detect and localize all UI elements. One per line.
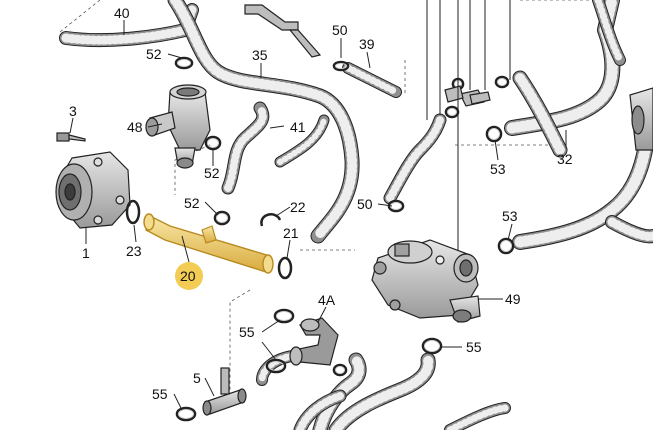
coolant-flange-part bbox=[145, 84, 211, 169]
clamp-top-right-2-inner bbox=[497, 78, 507, 86]
callout-1[interactable]: 1 bbox=[82, 245, 90, 261]
callout-55-bottom[interactable]: 55 bbox=[152, 386, 168, 402]
clamp-53-mid bbox=[497, 237, 515, 255]
clamp-53-mid-inner bbox=[500, 240, 512, 252]
callout-41[interactable]: 41 bbox=[290, 119, 306, 135]
bolt-part bbox=[56, 132, 86, 142]
clamp-55-lower-inner bbox=[268, 361, 284, 371]
clamp-4a-right-inner bbox=[335, 366, 345, 374]
callout-52-top[interactable]: 52 bbox=[146, 46, 162, 62]
clamp-55-bottom bbox=[175, 406, 197, 422]
callout-32[interactable]: 32 bbox=[557, 151, 573, 167]
hose-41b bbox=[274, 114, 330, 168]
clamp-55-bottom-inner bbox=[178, 409, 194, 419]
clamp-52-top bbox=[174, 56, 194, 70]
coolant-hoses bbox=[59, 0, 653, 430]
clamp-53-top bbox=[485, 125, 503, 143]
clamp-52-lower bbox=[213, 210, 231, 226]
thermostat-housing-part bbox=[371, 239, 481, 323]
hose-bottom-1 bbox=[312, 352, 367, 430]
callout-35[interactable]: 35 bbox=[252, 47, 268, 63]
callout-55-left[interactable]: 55 bbox=[239, 324, 255, 340]
clamp-52-mid-inner bbox=[207, 138, 219, 148]
clamp-55-right-inner bbox=[424, 340, 440, 352]
clamp-55-upper-inner bbox=[276, 311, 292, 321]
callout-53-mid[interactable]: 53 bbox=[502, 208, 518, 224]
clamp-50-mid-inner bbox=[390, 202, 402, 210]
clamp-53-top-inner bbox=[488, 128, 500, 140]
clamp-52-lower-inner bbox=[216, 213, 228, 223]
callout-50-top[interactable]: 50 bbox=[332, 22, 348, 38]
callout-55-right[interactable]: 55 bbox=[466, 339, 482, 355]
hose-bottom-3 bbox=[293, 389, 347, 430]
callout-21[interactable]: 21 bbox=[283, 225, 299, 241]
callout-52-lower[interactable]: 52 bbox=[184, 195, 200, 211]
hose-right-lower bbox=[605, 215, 653, 244]
hose-bottom-4 bbox=[444, 402, 511, 430]
hose-39 bbox=[342, 62, 402, 98]
bracket-part bbox=[244, 4, 322, 58]
hose-50 bbox=[383, 113, 447, 205]
leader-lines bbox=[69, 0, 567, 411]
callout-39[interactable]: 39 bbox=[359, 36, 375, 52]
callout-4a[interactable]: 4A bbox=[318, 292, 336, 308]
clamp-50-top bbox=[332, 60, 350, 72]
clamp-top-right-2 bbox=[494, 75, 510, 89]
callout-48[interactable]: 48 bbox=[127, 119, 143, 135]
o-ring-23 bbox=[125, 199, 141, 225]
callout-53-top[interactable]: 53 bbox=[490, 161, 506, 177]
callout-49[interactable]: 49 bbox=[505, 291, 521, 307]
callout-40[interactable]: 40 bbox=[114, 5, 130, 21]
hose-fittings-top-right bbox=[444, 85, 491, 107]
callout-23[interactable]: 23 bbox=[126, 243, 142, 259]
callout-5[interactable]: 5 bbox=[193, 370, 201, 386]
water-pump-part bbox=[55, 151, 131, 229]
clamp-52-top-inner bbox=[177, 59, 191, 67]
callout-labels: 40 52 35 50 39 3 48 41 52 53 32 1 23 52 … bbox=[69, 5, 573, 402]
hose-upper-right bbox=[592, 0, 626, 66]
edge-component-right bbox=[629, 87, 653, 151]
callout-20-badge bbox=[175, 262, 203, 290]
hose-41 bbox=[221, 101, 270, 195]
hose-right-long bbox=[512, 142, 653, 250]
clamp-4a-right bbox=[332, 363, 348, 377]
hose-32b bbox=[512, 70, 568, 158]
clamp-top-right-1-inner bbox=[447, 108, 457, 116]
hose-clamps bbox=[174, 56, 515, 422]
elbow-hose-4a bbox=[289, 317, 339, 366]
t-connector-part bbox=[202, 367, 247, 416]
callout-52-mid[interactable]: 52 bbox=[204, 165, 220, 181]
hose-40 bbox=[59, 3, 199, 48]
clamp-55-upper bbox=[273, 308, 295, 324]
coolant-pipe-highlighted[interactable] bbox=[143, 213, 274, 274]
hose-35 bbox=[167, 0, 360, 244]
clamp-52-mid bbox=[204, 135, 222, 151]
clamp-50-top-inner bbox=[335, 63, 347, 69]
callout-3[interactable]: 3 bbox=[69, 103, 77, 119]
clamp-55-right bbox=[421, 337, 443, 355]
callout-20[interactable]: 20 bbox=[180, 268, 196, 284]
hose-bottom-2 bbox=[328, 352, 436, 430]
o-ring-21 bbox=[277, 256, 293, 280]
retaining-clip-22 bbox=[260, 213, 282, 227]
hose-32 bbox=[504, 0, 621, 136]
callout-22[interactable]: 22 bbox=[290, 199, 306, 215]
callout-50-mid[interactable]: 50 bbox=[357, 196, 373, 212]
